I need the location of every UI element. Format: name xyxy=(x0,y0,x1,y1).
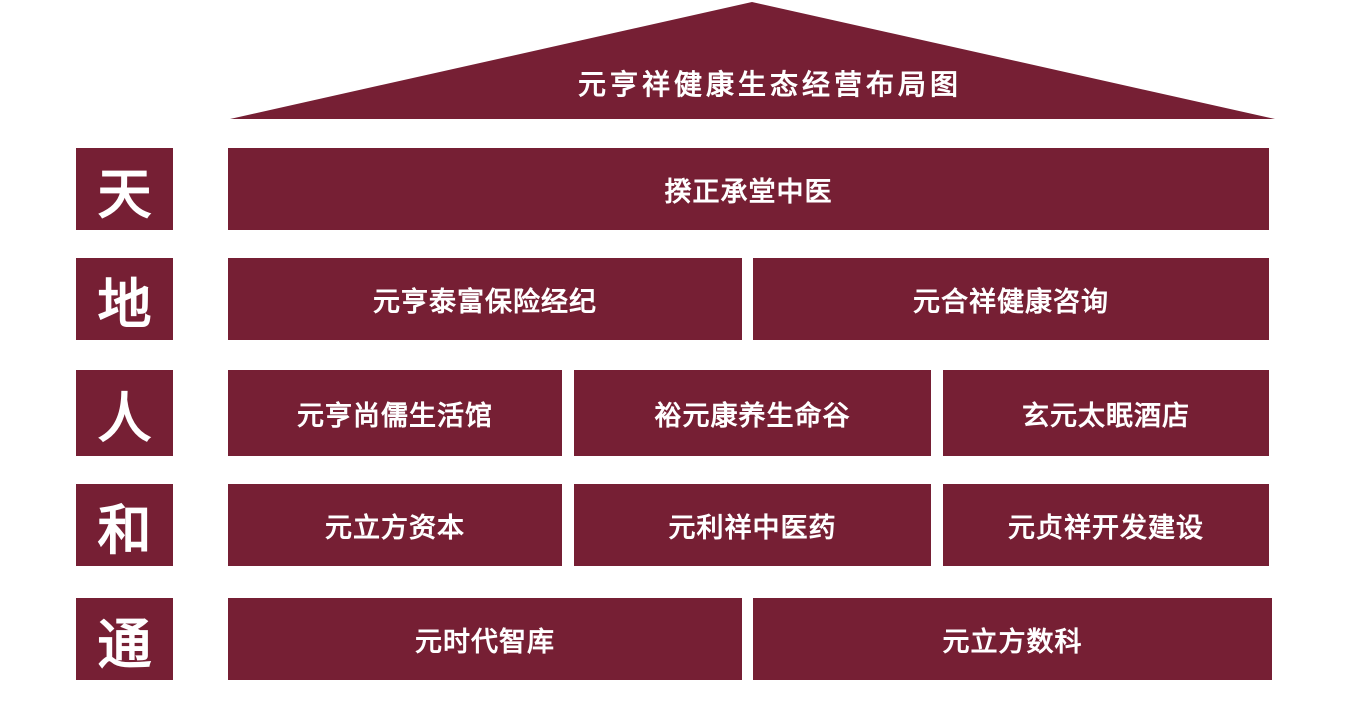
roof-shape xyxy=(230,2,1275,119)
cell-wellness-valley: 裕元康养生命谷 xyxy=(574,370,931,456)
row-label-tian: 天 xyxy=(76,148,173,230)
cell-lifestyle-hall: 元亨尚儒生活馆 xyxy=(228,370,562,456)
cell-capital: 元立方资本 xyxy=(228,484,562,566)
cell-sleep-hotel: 玄元太眠酒店 xyxy=(943,370,1269,456)
cell-insurance-brokerage: 元亨泰富保险经纪 xyxy=(228,258,742,340)
row-label-he: 和 xyxy=(76,484,173,566)
cell-tcm-medicine: 元利祥中医药 xyxy=(574,484,931,566)
cell-development-construction: 元贞祥开发建设 xyxy=(943,484,1269,566)
cell-think-tank: 元时代智库 xyxy=(228,598,742,680)
row-label-di: 地 xyxy=(76,258,173,340)
row-label-tong: 通 xyxy=(76,598,173,680)
diagram-title: 元亨祥健康生态经营布局图 xyxy=(577,68,962,101)
cell-kuizheng-tcm: 揆正承堂中医 xyxy=(228,148,1269,230)
row-label-ren: 人 xyxy=(76,370,173,456)
cell-health-consulting: 元合祥健康咨询 xyxy=(753,258,1269,340)
cell-digital-tech: 元立方数科 xyxy=(753,598,1272,680)
